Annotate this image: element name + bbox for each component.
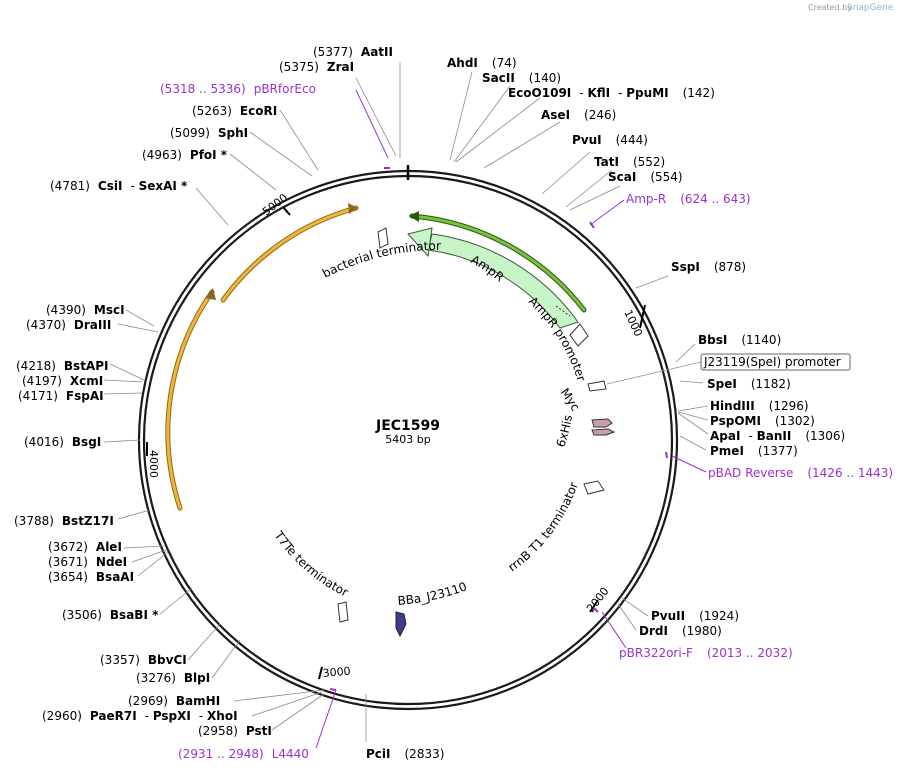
myc-glyph[interactable] [591,418,613,428]
site-bsaai[interactable]: (3654)BsaAI [48,570,134,584]
site-msci[interactable]: (4390)MscI [46,303,125,317]
green-arc [410,214,586,312]
site-ecoo109i[interactable]: EcoO109I- KflI- PpuMI(142) [508,86,715,100]
feature-label-bba-j23110: BBa_J23110 [397,579,469,608]
site-bbvci[interactable]: (3357)BbvCI [100,653,187,667]
bba-j23110-glyph[interactable] [395,611,407,638]
orange-arc-top-outline [220,205,359,303]
site-bstapi[interactable]: (4218)BstAPI [16,359,108,373]
site-xcmi[interactable]: (4197)XcmI [22,374,103,388]
ampr-segment-divider [555,305,571,317]
enzyme-labels: (5377)AatII (5375)ZraI AhdI(74) SacII(14… [14,45,845,761]
bacterial-terminator-glyph[interactable] [377,227,389,249]
site-apai[interactable]: ApaI- BanII(1306) [710,429,845,443]
primer-amp-r[interactable]: Amp-R(624 .. 643) [626,192,751,206]
site-bsgi[interactable]: (4016)BsgI [24,435,101,449]
tick-label-2000: 2000 [584,585,611,615]
credit-text: Created by [808,3,852,12]
rrnb-terminator-glyph[interactable] [583,480,605,495]
feature-label-t7te: T7Te terminator [271,528,351,600]
site-tati[interactable]: TatI(552) [594,155,665,169]
primer-marks [329,167,668,691]
site-pcii[interactable]: PciI(2833) [366,747,444,761]
tick-2000 [589,599,599,613]
feature-label-6xhis: 6xHis [554,414,575,449]
ampr-gene-body[interactable] [427,233,579,329]
site-ahdi[interactable]: AhdI(74) [447,56,517,70]
tick-label-4000: 4000 [147,450,160,478]
tick-1000 [639,304,646,329]
site-psti[interactable]: (2958)PstI [198,724,272,738]
site-scai[interactable]: ScaI(554) [608,170,683,184]
primer-leader-lines [315,89,707,749]
site-zrai[interactable]: (5375)ZraI [279,60,354,74]
green-arc-head [409,211,419,222]
j23119-promoter-glyph[interactable] [587,380,607,392]
site-pfoi[interactable]: (4963)PfoI * [142,148,228,162]
orange-arc-top-head [348,203,358,214]
site-sacii[interactable]: SacII(140) [482,71,561,85]
plasmid-length: 5403 bp [385,433,430,446]
site-pspomi[interactable]: PspOMI(1302) [710,414,815,428]
site-ecori[interactable]: (5263)EcoRI [192,104,277,118]
site-ndei[interactable]: (3671)NdeI [48,555,127,569]
feature-label-j23119: J23119(SpeI) promoter [703,355,841,369]
site-bbsi[interactable]: BbsI(1140) [698,333,781,347]
site-blpi[interactable]: (3276)BlpI [136,671,210,685]
site-leader-lines [103,62,709,742]
j23119-leader-line [606,361,702,385]
6xhis-glyph[interactable] [591,428,616,436]
snapgene-logo: SnapGene [847,3,894,13]
site-bsabi[interactable]: (3506)BsaBI * [62,608,159,622]
site-drdi[interactable]: DrdI(1980) [639,624,722,638]
site-bstz17i[interactable]: (3788)BstZ17I [14,514,114,528]
feature-label-rrnb: rrnB T1 terminator [506,480,581,574]
site-pmei[interactable]: PmeI(1377) [710,444,798,458]
site-bamhi[interactable]: (2969)BamHI [128,694,220,708]
site-pvui[interactable]: PvuI(444) [572,133,648,147]
site-spei[interactable]: SpeI(1182) [707,377,791,391]
primer-pbrforeco[interactable]: (5318 .. 5336)pBRforEco [160,82,316,96]
plasmid-name: JEC1599 [375,418,440,434]
site-aatii[interactable]: (5377)AatII [313,45,393,59]
site-fspai[interactable]: (4171)FspAI [18,389,104,403]
orange-arc-top [221,206,358,302]
primer-labels: (5318 .. 5336)pBRforEco Amp-R(624 .. 643… [160,82,893,761]
site-hindiii[interactable]: HindIII(1296) [710,399,809,413]
site-draiii[interactable]: (4370)DraIII [26,318,111,332]
tick-3000 [318,666,323,680]
primer-l4440[interactable]: (2931 .. 2948)L4440 [178,747,309,761]
site-csii[interactable]: (4781)CsiI- SexAI * [50,179,188,193]
orange-arc-left-head [205,288,216,300]
site-asei[interactable]: AseI(246) [541,108,616,122]
tick-label-5000: 5000 [260,191,290,218]
feature-label-myc: Myc [558,386,583,414]
orange-arc-left-outline [165,289,215,511]
ampr-promoter-glyph[interactable] [569,323,589,347]
tick-marks [146,206,646,680]
site-sspi[interactable]: SspI(878) [671,260,746,274]
site-paer7i[interactable]: (2960)PaeR7I- PspXI- XhoI [42,709,238,723]
orange-arc-left [166,290,214,510]
t7te-terminator-glyph[interactable] [337,601,349,623]
tick-label-3000: 3000 [322,665,351,680]
site-pvuii[interactable]: PvuII(1924) [651,609,739,623]
primer-pbr322ori-f[interactable]: pBR322ori-F(2013 .. 2032) [619,646,793,660]
ampr-gene-head[interactable] [407,227,433,258]
site-alei[interactable]: (3672)AleI [48,540,122,554]
site-sphi[interactable]: (5099)SphI [170,126,248,140]
tick-5000 [282,206,291,216]
primer-pbad-reverse[interactable]: pBAD Reverse(1426 .. 1443) [708,466,893,480]
